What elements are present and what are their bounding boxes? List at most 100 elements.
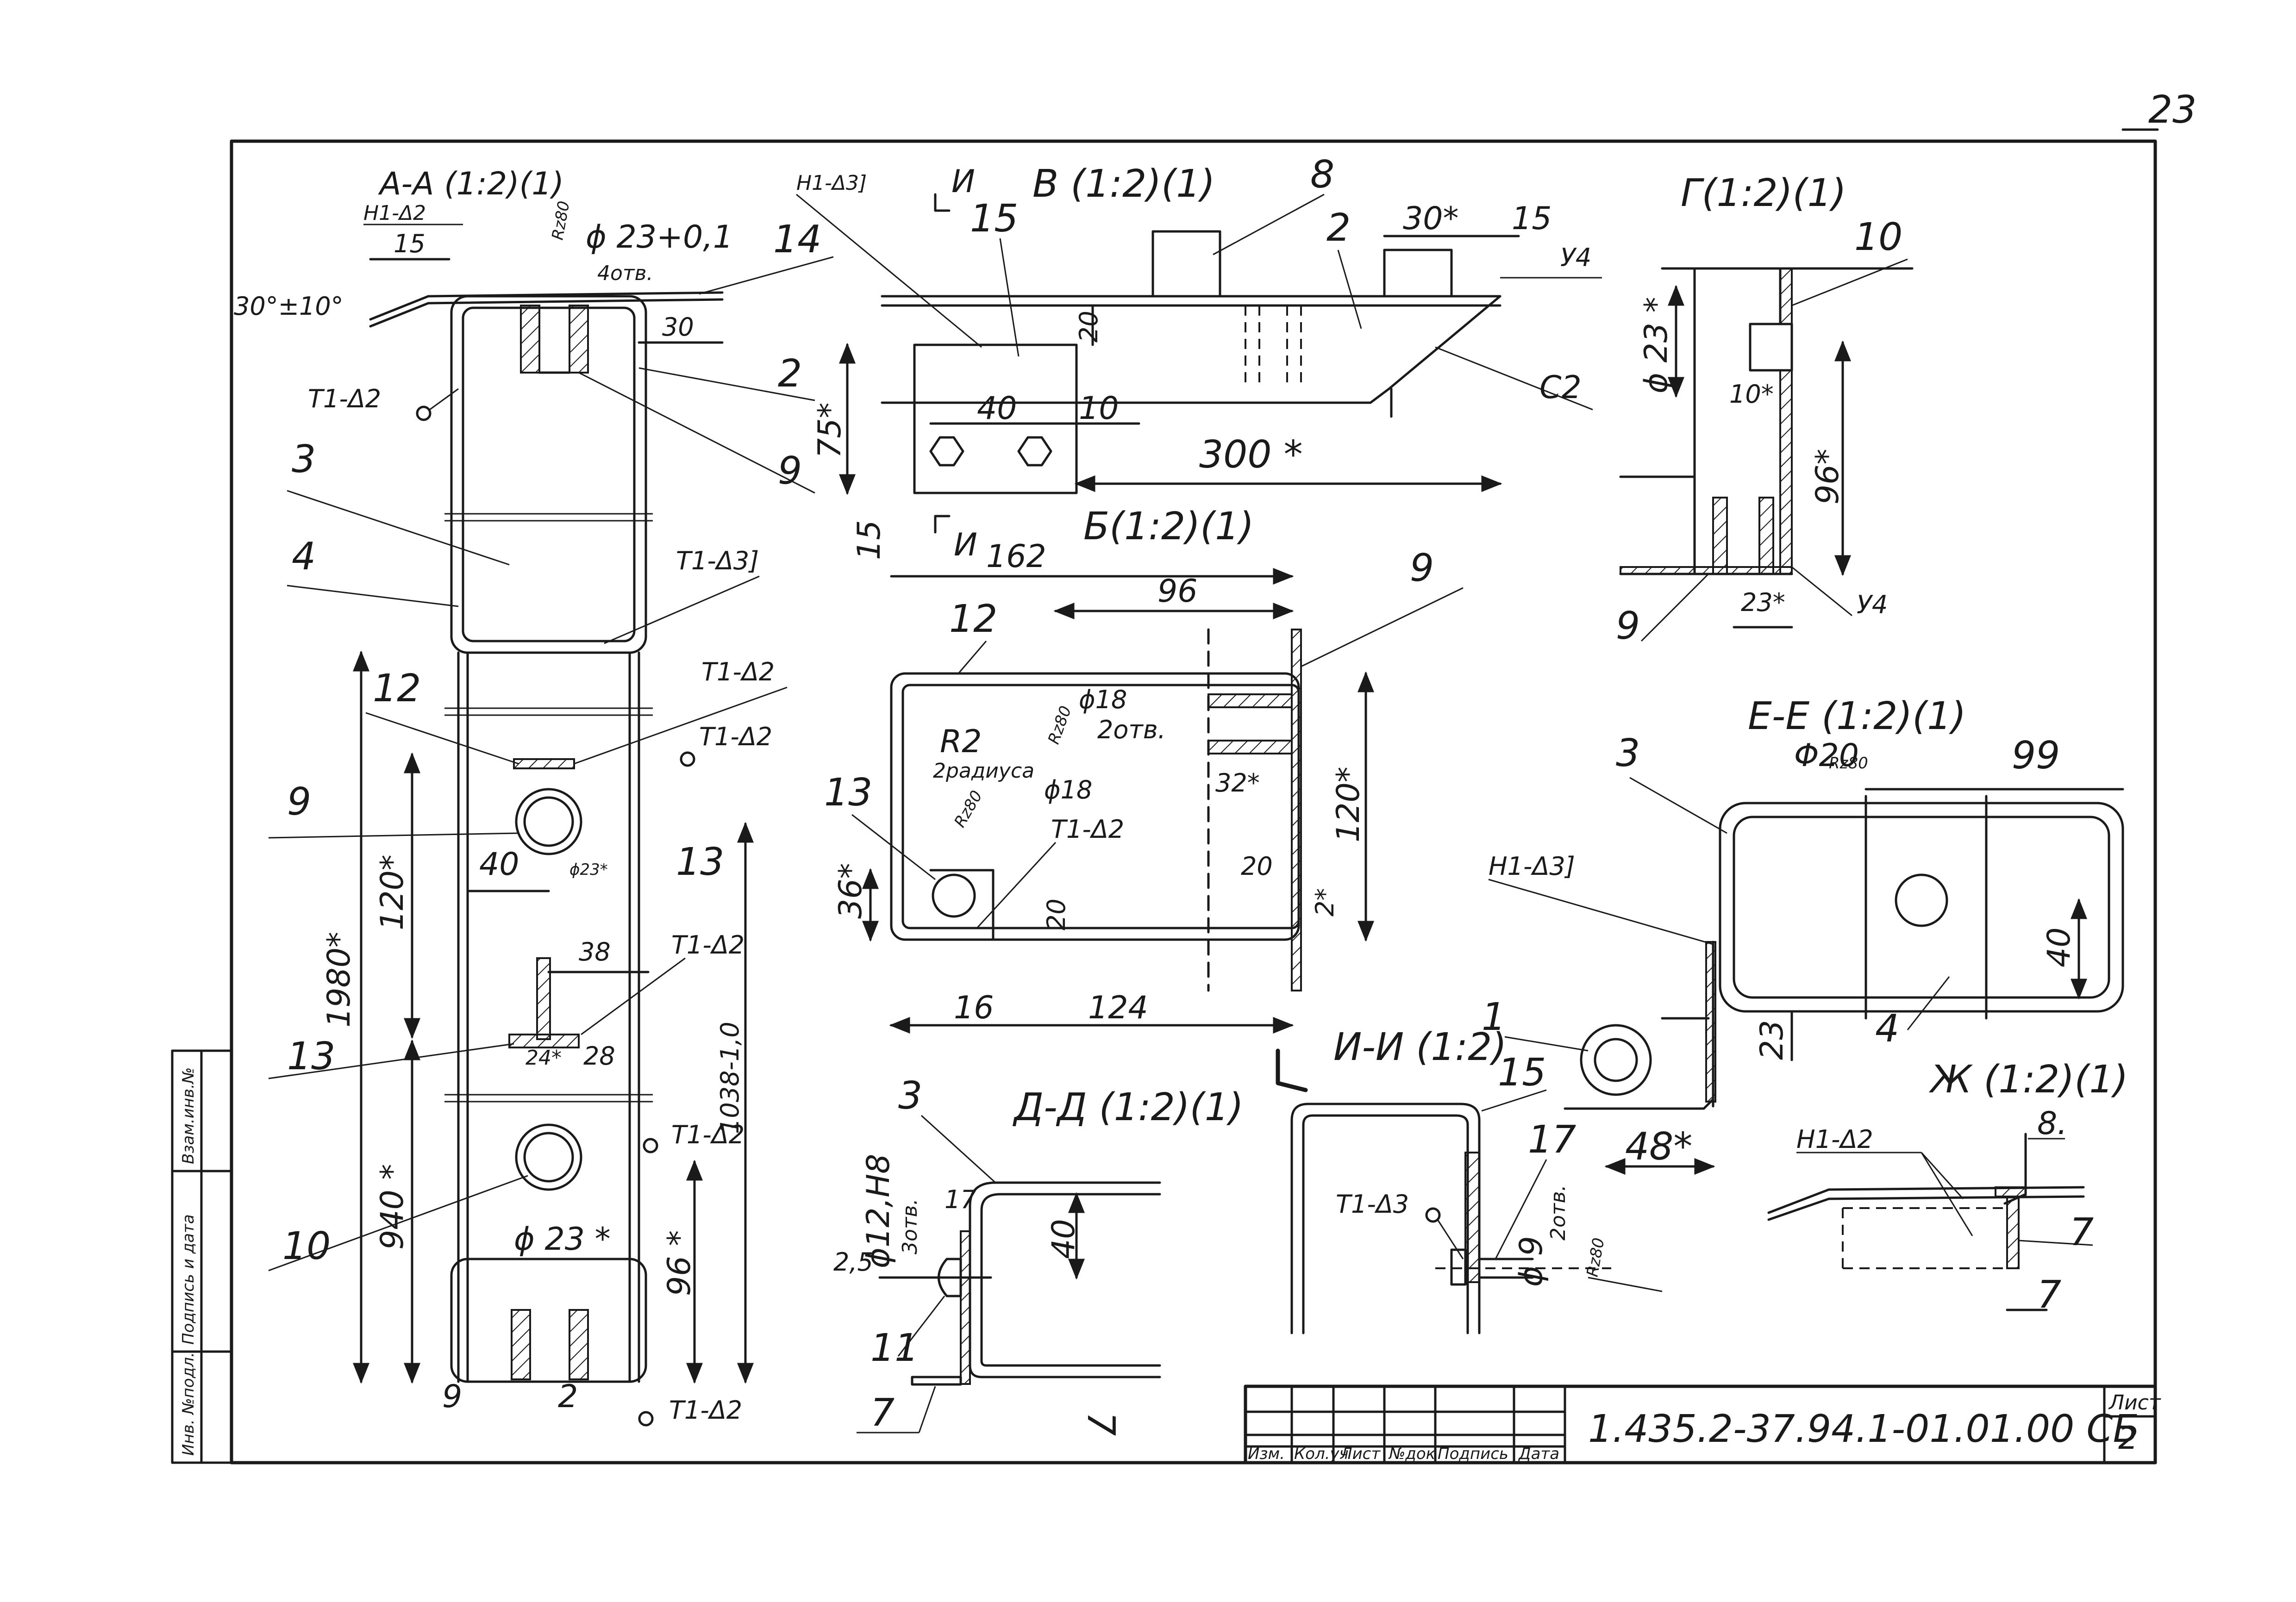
pos-7-zh: 7 — [2070, 1210, 2094, 1254]
pos-9-aa-leader — [578, 372, 815, 494]
dim-r2-label: R2 — [940, 723, 982, 760]
aa-plate-12 — [513, 758, 575, 769]
v-weld-n1d3-leader — [796, 193, 982, 348]
dim-48-label: 48* — [1625, 1125, 1692, 1169]
pos-15-v: 15 — [970, 197, 1018, 241]
dim-4holes-label: 4отв. — [597, 262, 653, 285]
dim-phi18-b1: ϕ18 — [1079, 685, 1127, 714]
pos-2-v-leader — [1337, 249, 1362, 329]
dim-96-label: 96 * — [661, 1230, 698, 1296]
g-sleeve-l — [1712, 497, 1728, 575]
dim-phi23-label: ϕ 23+0,1 — [586, 219, 733, 256]
dim-20-b2-label: 20 — [1042, 898, 1071, 930]
aa-top-plate — [369, 291, 724, 321]
aa-weld-t1d3-leader — [604, 575, 760, 644]
dim-phi23s-label: ϕ23* — [569, 860, 608, 879]
g-weld-y4-leader — [1791, 566, 1852, 617]
dim-rz80-b2: Rz80 — [951, 787, 986, 830]
dim-17-label: 17 — [945, 1185, 976, 1214]
title-block-frame — [1244, 1384, 2157, 1465]
v-plate-15 — [913, 343, 1078, 494]
dim-28-label: 28 — [583, 1041, 615, 1071]
view-ee-title: Е-Е (1:2)(1) — [1748, 694, 1966, 738]
ii-channel-outer — [1290, 1103, 1481, 1334]
dim-23-g-label: 23* — [1741, 588, 1785, 617]
dim-10s-g-label: 10* — [1729, 380, 1774, 409]
v-section-top-arrow — [934, 193, 951, 212]
ii-channel-inner — [1302, 1114, 1469, 1334]
dim-1980-label: 1980* — [321, 932, 357, 1028]
v-weld-c2-leader — [1435, 346, 1593, 411]
zh-weld-n1d2: Н1-Δ2 — [1796, 1125, 1873, 1154]
page-number: 23 — [2148, 88, 2196, 132]
dim-3holes-label: 3отв. — [898, 1199, 922, 1254]
ii-bolt-head — [1450, 1248, 1467, 1286]
b-plate-9 — [1291, 629, 1302, 991]
title-block: Изм. Кол.уч Лист №док Подпись Дата 1.435… — [1244, 1384, 2161, 1465]
dim-10-v-label: 10 — [1079, 390, 1119, 427]
v-section-mark-b: И — [954, 527, 977, 563]
dim-2radii-label: 2радиуса — [933, 759, 1034, 783]
pos-9-g: 9 — [1616, 604, 1640, 648]
aa-upper-box-inner — [462, 306, 636, 642]
pos-3-aa-leader — [287, 490, 510, 566]
dim-2s-label: 2* — [1310, 888, 1339, 916]
aa-upper-box-outer — [450, 295, 647, 654]
aa-top-plate-2 — [369, 298, 724, 328]
ee-weld-n1d3: Н1-Δ3] — [1489, 852, 1575, 881]
dim-rz80-ee: Rz80 — [1829, 754, 1868, 773]
sign-date-label: Подпись и дата — [179, 1214, 198, 1345]
title-h-sign: Подпись — [1438, 1445, 1508, 1463]
pos-12-aa-leader — [365, 712, 519, 765]
aa-weld-n1d2: Н1-Δ2 — [363, 201, 426, 225]
v-section-mark: И — [951, 163, 975, 200]
ee-hole — [1895, 873, 1948, 927]
dim-20-b-label: 20 — [1241, 852, 1273, 881]
b-block-2 — [1207, 740, 1293, 754]
v-weld-n1d3: Н1-Δ3] — [796, 171, 867, 195]
aa-weld-t1d2-b: Т1-Δ2 — [701, 657, 775, 686]
pos-15-ii: 15 — [1498, 1051, 1546, 1095]
view-ii-title: И-И (1:2) — [1333, 1025, 1507, 1069]
ii-weld-t1d3: Т1-Δ3 — [1336, 1190, 1409, 1219]
v-section-bottom-arrow — [934, 515, 951, 534]
pos-9c-aa: 9 — [442, 1378, 462, 1415]
aa-bottom-sleeve-r — [569, 1309, 589, 1380]
dd-pin-11 — [938, 1258, 962, 1297]
pos-7-zh-leader — [2018, 1240, 2093, 1246]
view-ii: И-И (1:2) 15 17 Т1-Δ3 ϕ 9 2отв. Rz80 — [1276, 1025, 1663, 1334]
dim-rz80-b1: Rz80 — [1045, 704, 1076, 747]
dim-rz80-ii: Rz80 — [1583, 1236, 1608, 1278]
pos-7-dd-leader — [918, 1386, 936, 1433]
pos-2-aa: 2 — [778, 352, 802, 396]
dim-phi18-b2: ϕ18 — [1044, 775, 1092, 804]
aa-bracket-13 — [536, 957, 551, 1040]
title-sheet-label: Лист — [2108, 1391, 2161, 1415]
pos-2b-aa: 2 — [558, 1378, 578, 1415]
aa-weld-dot-a — [416, 405, 432, 421]
aa-sleeve-left — [520, 305, 540, 374]
pos-15-v-leader — [999, 238, 1020, 357]
view-zh-title: Ж (1:2)(1) — [1928, 1058, 2128, 1102]
pos-14-leader — [699, 256, 834, 295]
b-hole — [932, 873, 976, 918]
aa-hole-10-inner — [523, 1132, 574, 1183]
ee-inner — [1733, 816, 2110, 999]
dim-phi9-label: ϕ 9 — [1513, 1236, 1550, 1287]
view-g-title: Г(1:2)(1) — [1681, 171, 1846, 215]
dim-15-v2-label: 15 — [1512, 200, 1552, 237]
pos-9-b: 9 — [1410, 546, 1434, 590]
title-h-dok: №док — [1388, 1445, 1436, 1463]
aa-weld-t1d2-e: Т1-Δ2 — [671, 1120, 744, 1149]
dim-40-label: 40 — [479, 846, 519, 883]
g-hole — [1749, 323, 1793, 372]
view-aa: А-А (1:2)(1) — [234, 166, 834, 1427]
dim-rz80-ii-leader — [1588, 1277, 1663, 1292]
pos-17-leader — [1495, 1159, 1547, 1259]
g-hatch-right — [1779, 369, 1793, 575]
dd-outer — [969, 1181, 1161, 1378]
dd-inner — [980, 1193, 1161, 1367]
pos-12-b: 12 — [949, 597, 997, 641]
aa-weld-t1d2-a: Т1-Δ2 — [308, 384, 381, 413]
pos-13b-aa: 13 — [287, 1035, 335, 1078]
